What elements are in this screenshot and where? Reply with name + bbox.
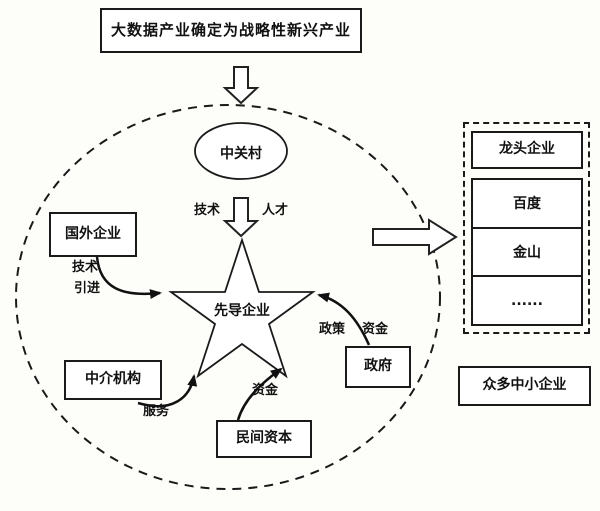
sme-label: 众多中小企业 — [482, 377, 567, 394]
government-edge-label-funds: 资金 — [362, 322, 389, 337]
star-shape — [168, 237, 316, 379]
star-label: 先导企业 — [214, 303, 270, 319]
sme-box: 众多中小企业 — [458, 366, 591, 406]
leading-enterprise-item: ...... — [511, 292, 543, 309]
leading-enterprises-header-box: 龙头企业 — [471, 131, 583, 169]
foreign-edge-label-line2: 引进 — [74, 281, 101, 296]
hub-ellipse — [194, 122, 288, 180]
arrow-hub-to-star — [222, 197, 260, 238]
arrow-title-to-cluster — [222, 66, 260, 105]
edge-intermediary-to-star — [137, 374, 198, 408]
private-capital-box: 民间资本 — [216, 420, 312, 458]
leading-enterprises-panel — [463, 122, 590, 334]
cluster-boundary-dashed-circle — [15, 104, 441, 490]
title-box: 大数据产业确定为战略性新兴产业 — [100, 8, 362, 53]
private-capital-edge-label: 资金 — [252, 383, 279, 398]
government-label: 政府 — [364, 358, 392, 375]
government-edge-label-policy: 政策 — [319, 322, 346, 337]
foreign-edge-label-line1: 技术 — [72, 260, 99, 275]
private-capital-label: 民间资本 — [236, 430, 292, 447]
hub-edge-talent-label: 人才 — [262, 203, 289, 218]
edge-government-to-star — [317, 292, 371, 346]
intermediary-edge-label: 服务 — [143, 404, 170, 419]
hub-label: 中关村 — [220, 146, 262, 162]
leading-enterprise-item: 金山 — [473, 229, 581, 278]
edge-private-capital-to-star — [236, 367, 283, 421]
title-label: 大数据产业确定为战略性新兴产业 — [110, 21, 351, 40]
foreign-enterprises-label: 国外企业 — [65, 225, 121, 242]
leading-enterprises-list: 百度 金山 ...... — [471, 178, 583, 326]
arrow-cluster-to-leading — [372, 218, 458, 256]
leading-enterprise-item: 百度 — [473, 180, 581, 229]
hub-edge-tech-label: 技术 — [194, 203, 221, 218]
government-box: 政府 — [345, 346, 411, 388]
intermediary-agencies-label: 中介机构 — [85, 371, 141, 388]
foreign-enterprises-box: 国外企业 — [49, 212, 137, 257]
intermediary-agencies-box: 中介机构 — [64, 360, 162, 400]
edge-foreign-to-star — [95, 256, 162, 300]
leading-enterprises-header-label: 龙头企业 — [499, 141, 555, 158]
